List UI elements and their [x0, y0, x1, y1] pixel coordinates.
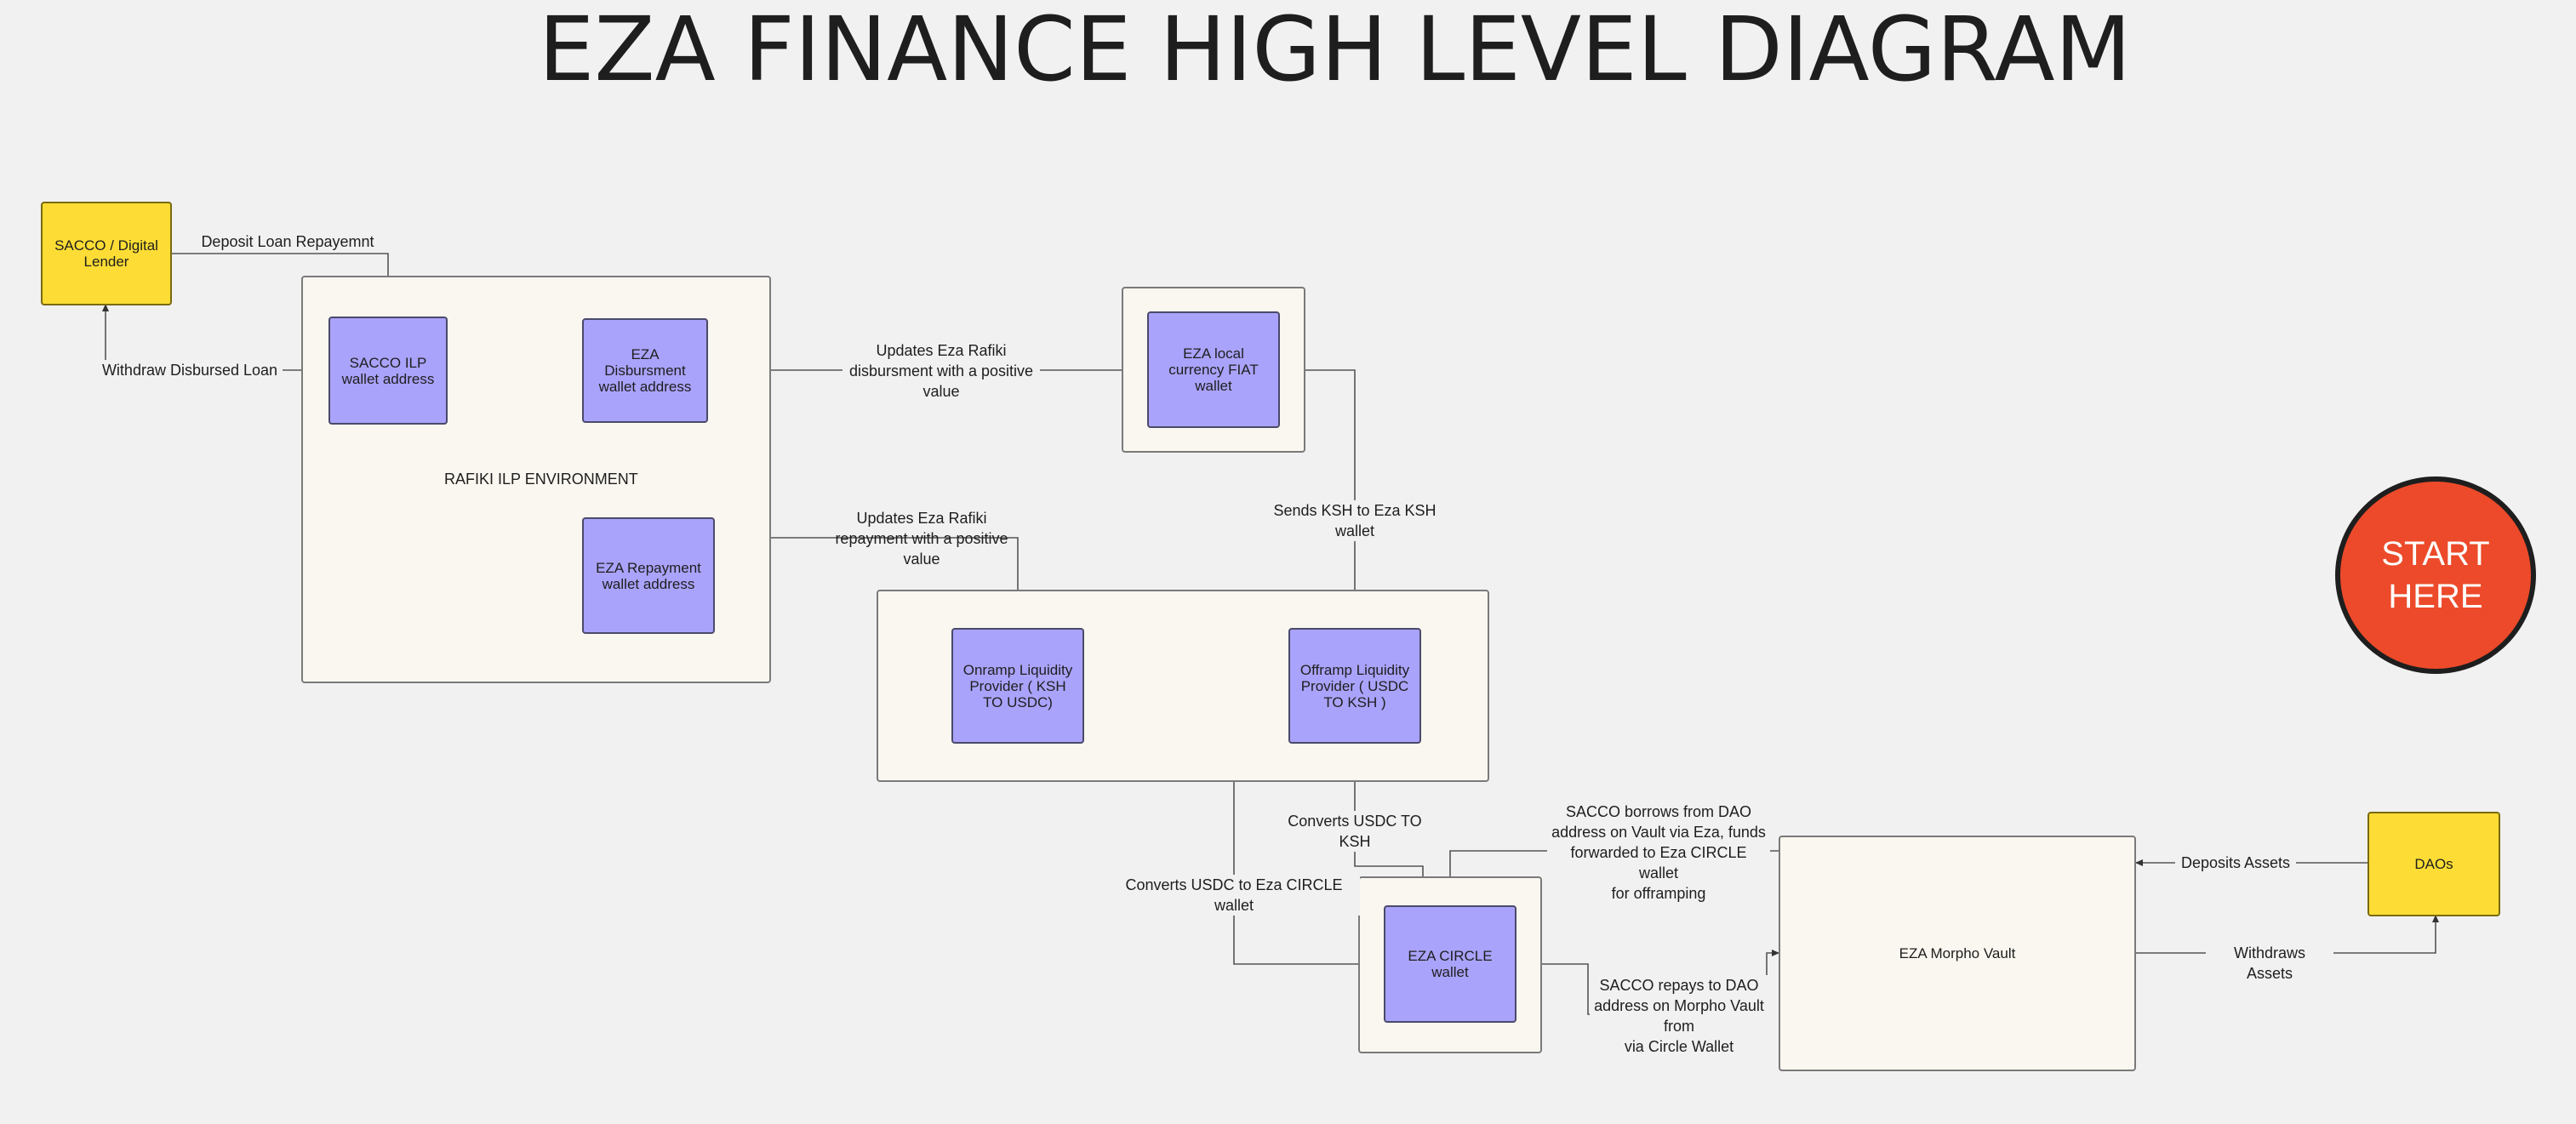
eza-fiat-node[interactable]: EZA local currency FIAT wallet: [1147, 311, 1280, 428]
sacco-ilp-node[interactable]: SACCO ILP wallet address: [328, 317, 448, 425]
withdraw-loan-label: Withdraw Disbursed Loan: [97, 360, 283, 380]
updates-repayment-label: Updates Eza Rafiki repayment with a posi…: [835, 510, 1008, 568]
eza-disbursment-label: EZA Disbursment wallet address: [598, 346, 692, 395]
sends-ksh-label: Sends KSH to Eza KSH wallet: [1251, 500, 1459, 541]
morpho-vault-label: EZA Morpho Vault: [1899, 944, 2016, 961]
deposits-assets-label: Deposits Assets: [2175, 853, 2296, 873]
rafiki-env-label: RAFIKI ILP ENVIRONMENT: [444, 471, 638, 488]
sacco-lender-node[interactable]: SACCO / Digital Lender: [41, 202, 172, 305]
diagram-title: EZA FINANCE HIGH LEVEL DIAGRAM: [538, 0, 2132, 101]
onramp-label: Onramp Liquidity Provider ( KSH TO USDC): [962, 661, 1073, 710]
offramp-node[interactable]: Offramp Liquidity Provider ( USDC TO KSH…: [1288, 628, 1421, 744]
sacco-lender-label: SACCO / Digital Lender: [54, 237, 158, 270]
start-here-button[interactable]: START HERE: [2335, 476, 2536, 674]
eza-disbursment-node[interactable]: EZA Disbursment wallet address: [582, 318, 708, 423]
daos-node[interactable]: DAOs: [2368, 812, 2500, 916]
start-here-label: START HERE: [2381, 535, 2490, 615]
eza-circle-node[interactable]: EZA CIRCLE wallet: [1384, 905, 1516, 1023]
sacco-ilp-label: SACCO ILP wallet address: [341, 354, 435, 387]
withdraws-assets-label: Withdraws Assets: [2206, 943, 2333, 984]
sacco-repays-label: SACCO repays to DAO address on Morpho Va…: [1590, 975, 1768, 1057]
onramp-node[interactable]: Onramp Liquidity Provider ( KSH TO USDC): [951, 628, 1084, 744]
morpho-vault[interactable]: EZA Morpho Vault: [1779, 836, 2136, 1071]
daos-label: DAOs: [2414, 856, 2453, 872]
deposit-loan-label: Deposit Loan Repayemnt: [201, 233, 374, 250]
eza-repayment-label: EZA Repayment wallet address: [596, 559, 701, 592]
updates-disbursment-label: Updates Eza Rafiki disbursment with a po…: [842, 340, 1040, 402]
converts-circle-label: Converts USDC to Eza CIRCLE wallet: [1108, 875, 1360, 916]
eza-circle-label: EZA CIRCLE wallet: [1408, 948, 1493, 980]
sacco-borrows-label: SACCO borrows from DAO address on Vault …: [1547, 802, 1770, 904]
eza-repayment-node[interactable]: EZA Repayment wallet address: [582, 517, 715, 634]
offramp-label: Offramp Liquidity Provider ( USDC TO KSH…: [1299, 661, 1410, 710]
eza-fiat-label: EZA local currency FIAT wallet: [1168, 345, 1259, 394]
converts-ksh-label: Converts USDC TO KSH: [1268, 811, 1442, 852]
